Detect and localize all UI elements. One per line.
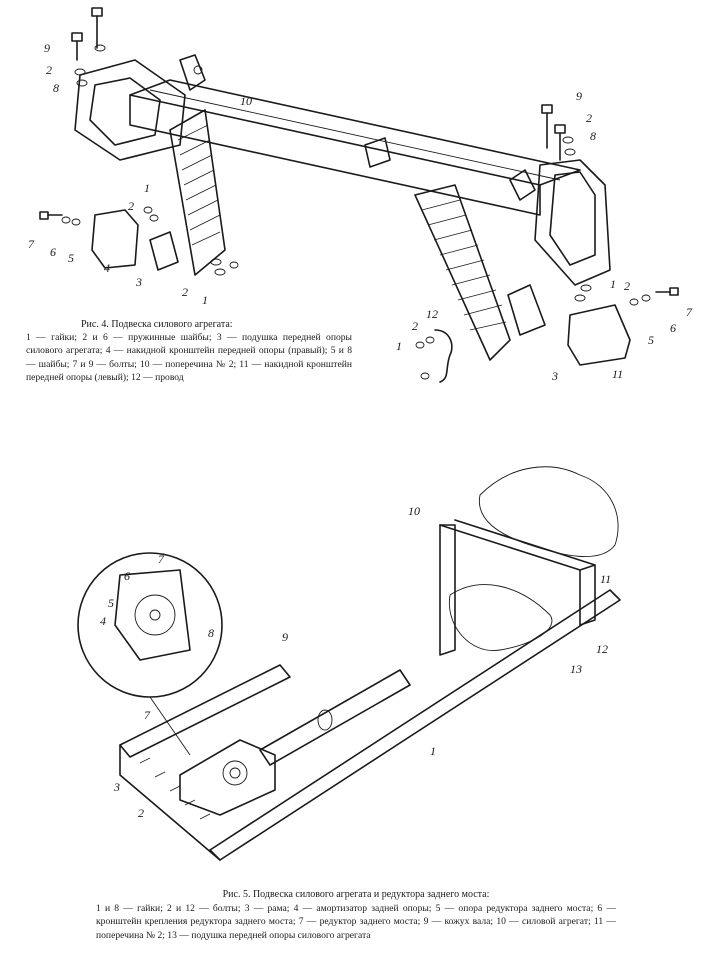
- callout-7: 7: [158, 552, 165, 566]
- callout-10: 10: [408, 504, 420, 518]
- figure-5-caption: Рис. 5. Подвеска силового агрегата и ред…: [96, 888, 616, 942]
- callout-13: 13: [570, 662, 582, 676]
- callout-7: 7: [686, 305, 693, 319]
- callout-3: 3: [113, 780, 120, 794]
- bolts-top-left: [71, 7, 106, 87]
- callout-2: 2: [624, 279, 630, 293]
- frame-rails-3: [119, 589, 621, 861]
- callout-2: 2: [138, 806, 144, 820]
- power-unit-10: [448, 466, 619, 651]
- callout-1: 1: [610, 277, 616, 291]
- callout-3: 3: [135, 275, 142, 289]
- callout-9: 9: [44, 41, 50, 55]
- callout-4: 4: [100, 614, 106, 628]
- shaft-housing-9: [259, 669, 411, 766]
- callout-2: 2: [586, 111, 592, 125]
- left-bracket-assembly: [74, 54, 206, 161]
- figure-4-illustration: 9 2 8 10 9 2 8 1 2 7 6 5 4 3 2 1 1 2 7 6…: [28, 7, 693, 383]
- callout-2: 2: [46, 63, 52, 77]
- right-hanging-plate: [414, 184, 511, 361]
- figure-4-title: Рис. 4. Подвеска силового агрегата:: [81, 319, 233, 330]
- callout-3: 3: [551, 369, 558, 383]
- callout-10: 10: [240, 94, 252, 108]
- bolts-top-right: [541, 104, 576, 161]
- wire-12: [415, 329, 453, 383]
- callout-1: 1: [144, 181, 150, 195]
- callout-11: 11: [612, 367, 623, 381]
- left-cushion-and-bracket: [39, 206, 239, 276]
- figure-4-drawing: 9 2 8 10 9 2 8 1 2 7 6 5 4 3 2 1 1 2 7 6…: [20, 0, 700, 400]
- callout-8: 8: [53, 81, 59, 95]
- callout-7: 7: [28, 237, 35, 251]
- figure-5-title: Рис. 5. Подвеска силового агрегата и ред…: [222, 889, 490, 900]
- detail-inset: [77, 552, 223, 756]
- crossmember-11: [439, 519, 596, 656]
- figure-5-drawing: 10 11 12 13 9 1 7 6 5 4 8 7 3 2: [77, 455, 640, 875]
- callout-5: 5: [648, 333, 654, 347]
- callout-2: 2: [182, 285, 188, 299]
- figure-4-caption: Рис. 4. Подвеска силового агрегата: 1 — …: [26, 318, 352, 384]
- callout-12: 12: [426, 307, 438, 321]
- rear-axle-reducer-7: [179, 739, 276, 816]
- callout-5: 5: [108, 596, 114, 610]
- callout-8: 8: [590, 129, 596, 143]
- callout-6: 6: [670, 321, 676, 335]
- figure-5-legend: 1 и 8 — гайки; 2 и 12 — болты; 3 — рама;…: [96, 903, 616, 941]
- callout-1: 1: [430, 744, 436, 758]
- crossmember-10: [129, 79, 581, 216]
- left-hanging-plate: [169, 109, 226, 276]
- callout-8: 8: [208, 626, 214, 640]
- right-bracket-assembly: [509, 159, 611, 286]
- right-cushion-and-bracket: [507, 284, 679, 366]
- callout-1: 1: [202, 293, 208, 307]
- callout-1: 1: [396, 339, 402, 353]
- figure-5-illustration: 10 11 12 13 9 1 7 6 5 4 8 7 3 2: [77, 466, 621, 861]
- callout-12: 12: [596, 642, 608, 656]
- figure-4-legend: 1 — гайки; 2 и 6 — пружинные шайбы; 3 — …: [26, 332, 352, 383]
- callout-6: 6: [50, 245, 56, 259]
- callout-5: 5: [68, 251, 74, 265]
- callout-2: 2: [412, 319, 418, 333]
- callout-7: 7: [144, 708, 151, 722]
- callout-2: 2: [128, 199, 134, 213]
- callout-11: 11: [600, 572, 611, 586]
- callout-9: 9: [282, 630, 288, 644]
- callout-6: 6: [124, 569, 130, 583]
- callout-9: 9: [576, 89, 582, 103]
- callout-4: 4: [104, 261, 110, 275]
